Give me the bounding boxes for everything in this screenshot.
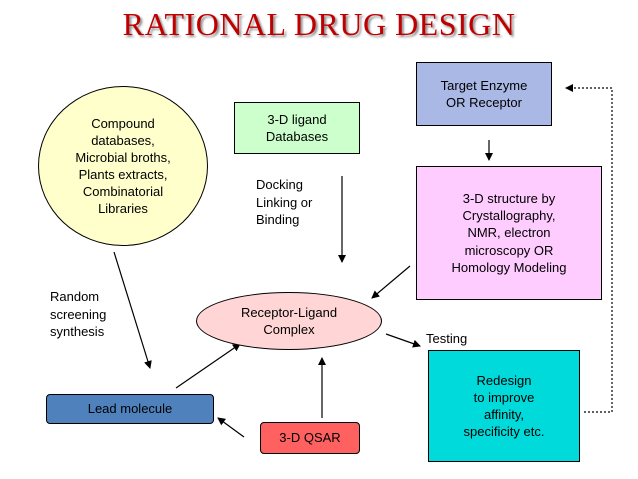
compound-databases-text: Compound databases, Microbial broths, Pl… (75, 115, 171, 217)
qsar-node: 3-D QSAR (260, 422, 360, 454)
random-screening-label: Random screening synthesis (50, 289, 107, 340)
docking-label: Docking Linking or Binding (256, 177, 313, 228)
structure-determination-node: 3-D structure by Crystallography, NMR, e… (416, 166, 602, 300)
lead-molecule-node: Lead molecule (46, 394, 214, 424)
arrow-complex-to-redesign (385, 333, 421, 348)
receptor-ligand-complex-text: Receptor-Ligand Complex (240, 304, 338, 337)
redesign-text: Redesign to improve affinity, specificit… (463, 372, 545, 440)
qsar-text: 3-D QSAR (279, 430, 341, 446)
ligand-databases-node: 3-D ligand Databases (234, 102, 360, 154)
compound-databases-node: Compound databases, Microbial broths, Pl… (38, 86, 208, 246)
lead-molecule-text: Lead molecule (87, 401, 173, 417)
arrow-redesign-to-target-loop (565, 84, 613, 413)
target-enzyme-text: Target Enzyme OR Receptor (440, 77, 528, 110)
structure-determination-text: 3-D structure by Crystallography, NMR, e… (451, 191, 567, 275)
arrow-compound-to-lead (113, 251, 152, 369)
redesign-node: Redesign to improve affinity, specificit… (428, 350, 580, 462)
arrow-structure-to-complex (371, 265, 411, 299)
receptor-ligand-complex-node: Receptor-Ligand Complex (196, 292, 382, 350)
ligand-databases-text: 3-D ligand Databases (265, 111, 329, 144)
diagram-title: RATIONAL DRUG DESIGN (122, 6, 516, 42)
arrow-qsar-to-lead (217, 417, 245, 438)
arrow-lead-to-complex (175, 343, 241, 389)
target-enzyme-node: Target Enzyme OR Receptor (416, 62, 552, 126)
testing-label: Testing (426, 331, 468, 346)
